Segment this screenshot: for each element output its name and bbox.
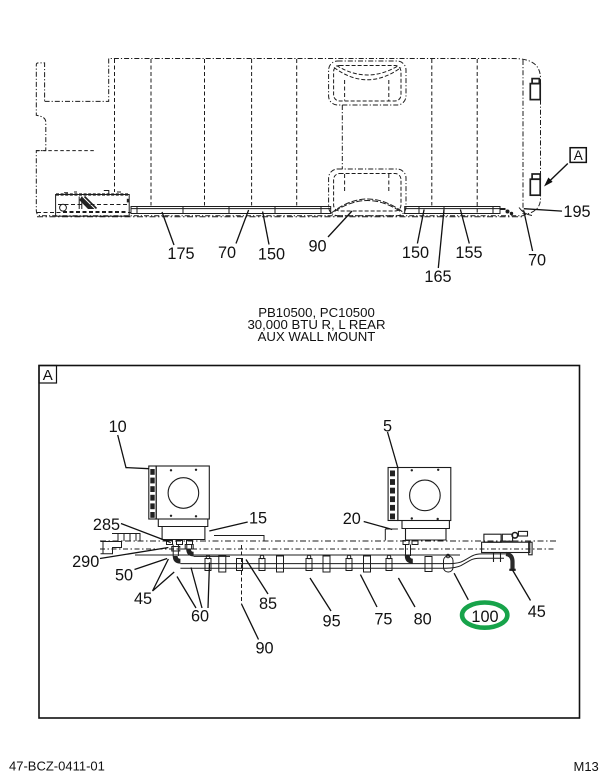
svg-text:290: 290 xyxy=(72,553,99,571)
svg-text:75: 75 xyxy=(374,610,392,628)
svg-text:285: 285 xyxy=(93,516,120,534)
svg-text:80: 80 xyxy=(414,610,432,628)
svg-text:70: 70 xyxy=(528,251,546,269)
svg-text:100: 100 xyxy=(471,608,498,626)
svg-text:45: 45 xyxy=(528,603,546,621)
svg-text:165: 165 xyxy=(424,268,451,286)
svg-text:60: 60 xyxy=(191,608,209,626)
svg-text:5: 5 xyxy=(383,417,392,435)
svg-text:A: A xyxy=(43,367,53,384)
svg-text:50: 50 xyxy=(115,567,133,585)
svg-text:175: 175 xyxy=(167,245,194,263)
svg-text:AUX WALL MOUNT: AUX WALL MOUNT xyxy=(258,329,376,344)
svg-text:M13: M13 xyxy=(574,759,599,774)
svg-text:90: 90 xyxy=(308,237,326,255)
svg-text:195: 195 xyxy=(563,203,590,221)
svg-text:95: 95 xyxy=(323,613,341,631)
svg-text:70: 70 xyxy=(218,244,236,262)
svg-text:PB10500, PC10500: PB10500, PC10500 xyxy=(258,305,375,320)
svg-text:A: A xyxy=(574,148,583,163)
svg-text:90: 90 xyxy=(255,640,273,658)
svg-text:155: 155 xyxy=(455,244,482,262)
svg-text:150: 150 xyxy=(402,244,429,262)
svg-text:15: 15 xyxy=(249,509,267,527)
svg-text:45: 45 xyxy=(134,590,152,608)
svg-text:30,000 BTU R, L REAR: 30,000 BTU R, L REAR xyxy=(247,317,385,332)
svg-text:47-BCZ-0411-01: 47-BCZ-0411-01 xyxy=(9,759,105,774)
svg-text:150: 150 xyxy=(258,245,285,263)
svg-text:85: 85 xyxy=(259,595,277,613)
svg-text:20: 20 xyxy=(343,510,361,528)
svg-text:10: 10 xyxy=(109,418,127,436)
